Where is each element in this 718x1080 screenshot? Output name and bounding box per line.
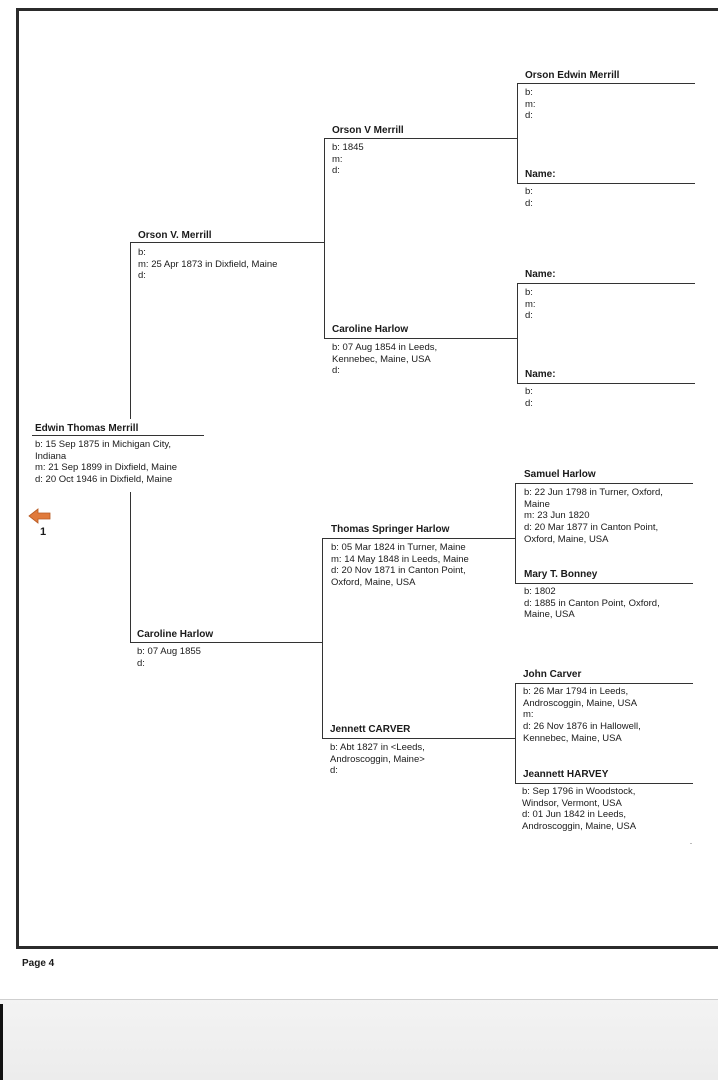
birth-line: b: 26 Mar 1794 in Leeds, Androscoggin, M… <box>523 686 638 709</box>
person-details: b: m: d: <box>525 287 536 322</box>
person-details: b: 26 Mar 1794 in Leeds, Androscoggin, M… <box>523 686 641 745</box>
person-details: b: 1845 m: d: <box>332 142 364 177</box>
death-line: d: <box>525 110 533 122</box>
death-line: d: 26 Nov 1876 in Hallowell, Kennebec, M… <box>523 721 641 744</box>
person-details: b: 05 Mar 1824 in Turner, Maine m: 14 Ma… <box>331 542 469 589</box>
person-details: b: m: 25 Apr 1873 in Dixfield, Maine d: <box>138 247 277 282</box>
name-underline <box>515 583 693 584</box>
death-line: d: 20 Oct 1946 in Dixfield, Maine <box>35 474 173 486</box>
birth-line: b: 22 Jun 1798 in Turner, Oxford, Maine <box>524 487 663 510</box>
person-details: b: d: <box>525 386 533 409</box>
name-underline <box>324 338 517 339</box>
person-name[interactable]: Jeannett HARVEY <box>523 769 609 780</box>
connector <box>517 83 518 183</box>
birth-line: b: Sep 1796 in Woodstock, Windsor, Vermo… <box>522 786 636 809</box>
death-line: d: <box>137 657 145 669</box>
person-details: b: 22 Jun 1798 in Turner, Oxford, Maine … <box>524 487 663 546</box>
person-details: b: Sep 1796 in Woodstock, Windsor, Vermo… <box>522 786 636 833</box>
marriage-line: m: 21 Sep 1899 in Dixfield, Maine <box>35 462 178 474</box>
person-name[interactable]: Name: <box>525 369 556 380</box>
person-details: b: Abt 1827 in <Leeds, Androscoggin, Mai… <box>330 742 425 777</box>
birth-line: b: Abt 1827 in <Leeds, Androscoggin, Mai… <box>330 742 425 765</box>
person-name[interactable]: Mary T. Bonney <box>524 569 598 580</box>
birth-line: b: <box>525 87 533 98</box>
death-line: d: 20 Mar 1877 in Canton Point, Oxford, … <box>524 522 659 545</box>
death-line: d: <box>332 165 340 177</box>
person-details: b: 1802 d: 1885 in Canton Point, Oxford,… <box>524 586 660 621</box>
person-name[interactable]: Orson V Merrill <box>332 125 404 136</box>
birth-line: b: 05 Mar 1824 in Turner, Maine <box>331 542 466 553</box>
person-name[interactable]: John Carver <box>523 669 582 680</box>
death-line: d: <box>332 365 340 377</box>
person-details: b: 07 Aug 1854 in Leeds, Kennebec, Maine… <box>332 342 437 377</box>
connector <box>515 483 516 583</box>
name-underline <box>32 435 204 436</box>
person-name[interactable]: Thomas Springer Harlow <box>331 524 450 535</box>
name-underline <box>517 283 695 284</box>
person-name[interactable]: Jennett CARVER <box>330 724 411 735</box>
person-details: b: 07 Aug 1855 d: <box>137 646 201 669</box>
page-frame <box>16 8 718 949</box>
person-details: b: d: <box>525 186 533 209</box>
name-underline <box>324 138 517 139</box>
birth-line: b: <box>525 186 533 197</box>
person-details: b: 15 Sep 1875 in Michigan City, Indiana… <box>35 439 177 486</box>
marriage-line: m: 25 Apr 1873 in Dixfield, Maine <box>138 258 278 270</box>
birth-line: b: <box>525 287 533 298</box>
death-line: d: <box>525 310 533 322</box>
name-underline <box>322 538 515 539</box>
name-underline <box>515 783 693 784</box>
marriage-line: m: 23 Jun 1820 <box>524 510 590 522</box>
person-name[interactable]: Name: <box>525 269 556 280</box>
marriage-line: m: <box>332 153 343 165</box>
birth-line: b: 1802 <box>524 586 556 597</box>
connector <box>130 492 131 642</box>
death-line: d: <box>138 270 146 282</box>
death-line: d: <box>525 397 533 409</box>
name-underline <box>517 383 695 384</box>
death-line: d: <box>330 765 338 777</box>
person-name[interactable]: Samuel Harlow <box>524 469 596 480</box>
marriage-line: m: <box>525 298 536 310</box>
person-details: b: m: d: <box>525 87 536 122</box>
birth-line: b: 07 Aug 1855 <box>137 646 201 657</box>
death-line: d: 01 Jun 1842 in Leeds, Androscoggin, M… <box>522 809 637 833</box>
birth-line: b: <box>525 386 533 397</box>
page-number: Page 4 <box>22 958 55 969</box>
name-underline <box>517 183 695 184</box>
name-underline <box>130 242 324 243</box>
connector <box>324 138 325 338</box>
birth-line: b: 15 Sep 1875 in Michigan City, Indiana <box>35 439 172 462</box>
marriage-line: m: <box>523 709 534 721</box>
marriage-line: m: 14 May 1848 in Leeds, Maine <box>331 553 469 565</box>
birth-line: b: <box>138 247 146 258</box>
person-name[interactable]: Name: <box>525 169 556 180</box>
name-underline <box>515 483 693 484</box>
person-name[interactable]: Edwin Thomas Merrill <box>35 423 139 434</box>
marriage-line: m: <box>525 98 536 110</box>
connector <box>517 283 518 383</box>
name-underline <box>515 683 693 684</box>
person-name[interactable]: Orson V. Merrill <box>138 230 212 241</box>
connector <box>130 242 131 419</box>
name-underline <box>130 642 322 643</box>
person-name[interactable]: Caroline Harlow <box>137 629 214 640</box>
nav-generation-number[interactable]: 1 <box>40 526 47 538</box>
death-line: d: 1885 in Canton Point, Oxford, Maine, … <box>524 597 660 621</box>
birth-line: b: 1845 <box>332 142 364 153</box>
name-underline <box>322 738 515 739</box>
death-line: d: 20 Nov 1871 in Canton Point, Oxford, … <box>331 565 466 589</box>
birth-line: b: 07 Aug 1854 in Leeds, Kennebec, Maine… <box>332 342 438 365</box>
person-name[interactable]: Caroline Harlow <box>332 324 409 335</box>
person-name[interactable]: Orson Edwin Merrill <box>525 70 620 81</box>
connector <box>515 683 516 783</box>
death-line: d: <box>525 197 533 209</box>
back-arrow-icon[interactable] <box>28 508 52 524</box>
scan-bottom-area <box>0 999 718 1080</box>
scan-speck <box>690 843 692 844</box>
name-underline <box>517 83 695 84</box>
back-navigation[interactable] <box>28 508 52 529</box>
connector <box>322 538 323 738</box>
